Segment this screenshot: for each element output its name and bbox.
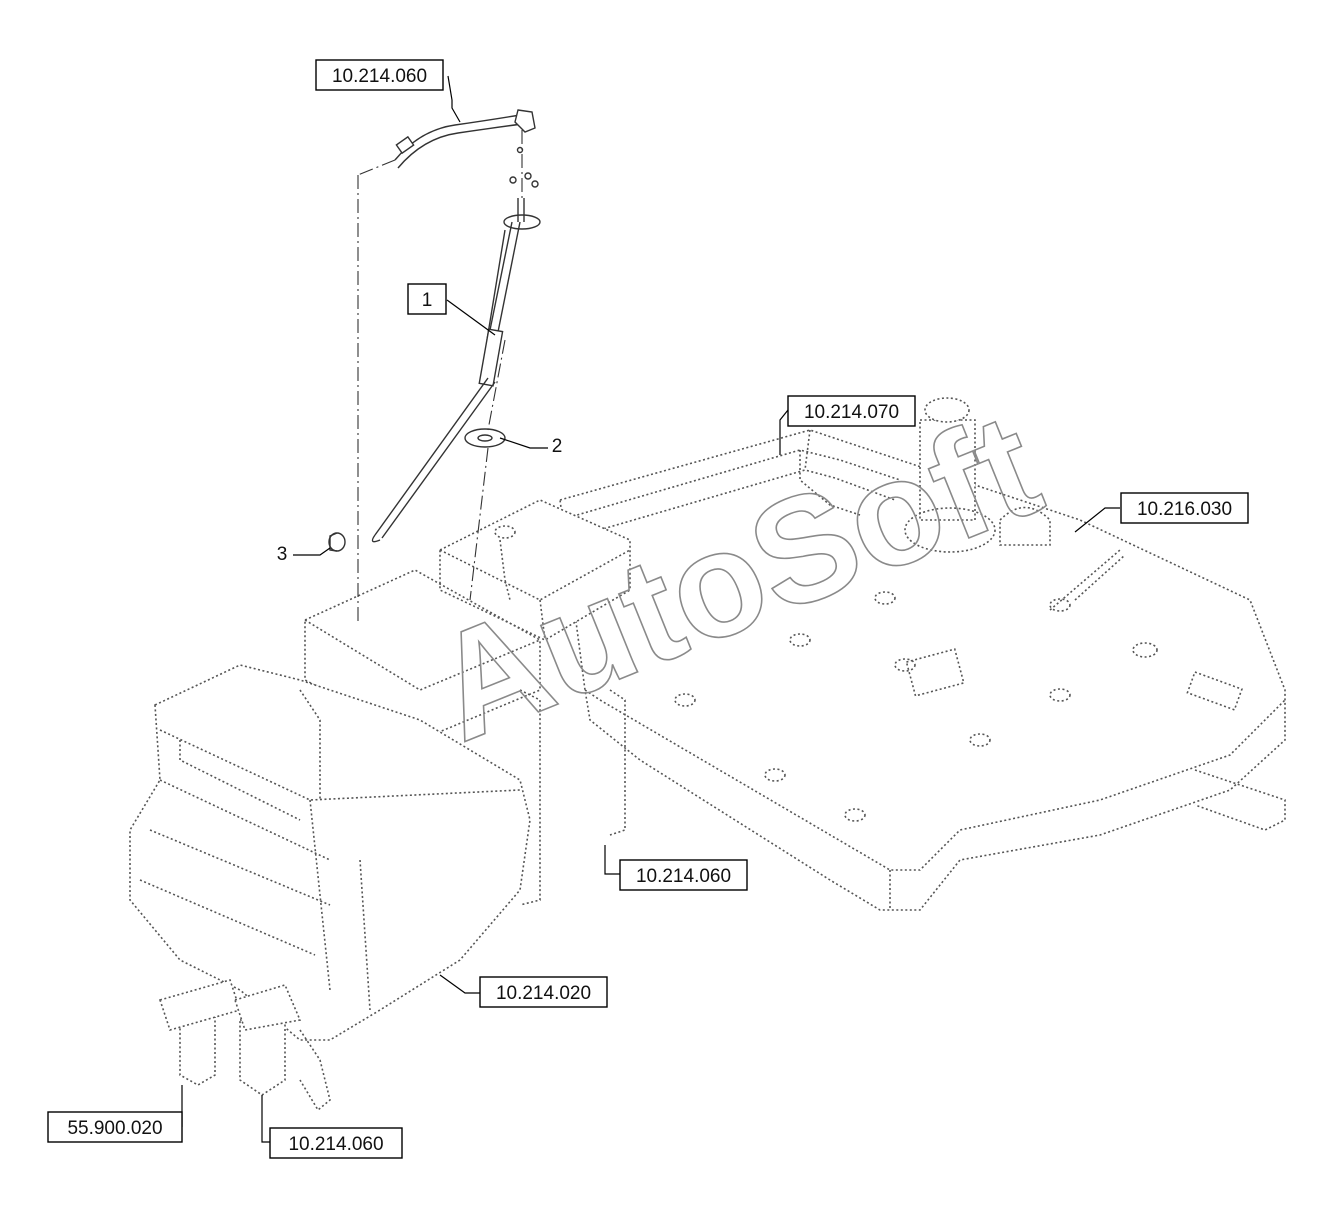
callout-label: 10.214.020	[496, 983, 591, 1004]
callout-55-900-020[interactable]: 55.900.020	[47, 1111, 183, 1143]
hose-assembly	[394, 109, 536, 169]
item-3-label[interactable]: 3	[277, 544, 288, 565]
item-number: 3	[277, 544, 288, 565]
callout-10-214-020[interactable]: 10.214.020	[479, 976, 608, 1008]
assembly-lines	[357, 130, 523, 625]
plug	[328, 532, 346, 552]
callout-10-214-060-top[interactable]: 10.214.060	[315, 59, 444, 91]
callout-label: 55.900.020	[67, 1118, 162, 1139]
center-bracket	[304, 499, 631, 741]
item-2-label[interactable]: 2	[552, 436, 563, 457]
leader-lines	[181, 75, 1120, 1143]
item-number: 2	[552, 436, 563, 457]
callout-label: 10.214.070	[804, 402, 899, 423]
gasket	[464, 428, 506, 448]
callout-10-214-060-middle[interactable]: 10.214.060	[619, 859, 748, 891]
callout-label: 10.214.060	[636, 866, 731, 887]
callout-label: 10.214.060	[332, 66, 427, 87]
fuel-level-sender	[371, 146, 541, 543]
return-pipe	[559, 449, 901, 541]
callout-label: 10.214.060	[288, 1134, 383, 1155]
front-fuel-tank	[129, 664, 626, 1112]
callout-10-216-030[interactable]: 10.216.030	[1120, 492, 1249, 524]
callout-10-214-070[interactable]: 10.214.070	[787, 395, 916, 427]
item-1-label[interactable]: 1	[407, 283, 447, 315]
main-fuel-tank	[559, 397, 1286, 911]
item-number: 1	[422, 290, 433, 311]
callout-label: 10.216.030	[1137, 499, 1232, 520]
callout-10-214-060-bottom[interactable]: 10.214.060	[269, 1127, 403, 1159]
